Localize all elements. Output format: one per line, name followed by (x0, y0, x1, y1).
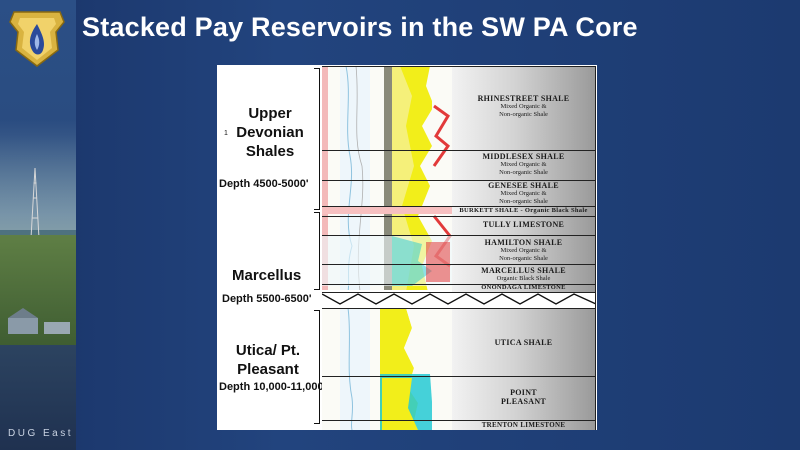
boundary-marcellus (322, 284, 596, 285)
zone-utica: UTICA SHALE (494, 338, 553, 347)
figure-right-border (595, 66, 596, 430)
slide-title: Stacked Pay Reservoirs in the SW PA Core (82, 12, 638, 42)
boundary-onondaga (322, 292, 596, 293)
boundary-tully (322, 235, 596, 236)
utica-depth-label: Depth 10,000-11,000' (219, 381, 327, 393)
boundary-lower-top (322, 308, 596, 309)
boundary-point-pleasant (322, 420, 596, 421)
marcellus-label: Marcellus (232, 267, 302, 284)
marcellus-depth-label: Depth 5500-6500' (222, 293, 312, 305)
zone-marcellus: MARCELLUS SHALE Organic Black Shale (481, 266, 566, 282)
sidebar-bottom (0, 345, 76, 450)
upper-zone-column (452, 66, 595, 292)
zone-point-pleasant: POINT PLEASANT (500, 388, 547, 406)
keystone-logo-icon (9, 11, 65, 67)
boundary-rhinestreet (322, 150, 596, 151)
zone-trenton: TRENTON LIMESTONE (481, 421, 566, 429)
zone-hamilton: HAMILTON SHALE Mixed Organic & Non-organ… (484, 238, 563, 262)
marcellus-bracket (314, 212, 320, 290)
section-break (322, 290, 596, 308)
upper-devonian-bracket (314, 68, 320, 210)
upper-well-log (322, 66, 452, 292)
zone-onondaga: ONONDAGA LIMESTONE (481, 284, 566, 291)
boundary-hamilton (322, 264, 596, 265)
footer-brand: DUG East (8, 428, 74, 439)
lower-zone-column (452, 308, 595, 430)
utica-bracket (314, 310, 320, 424)
barn-icon (8, 308, 70, 334)
zone-genesee: GENESEE SHALE Mixed Organic & Non-organi… (488, 181, 559, 205)
upper-depth-label: Depth 4500-5000' (219, 178, 309, 190)
boundary-utica (322, 376, 596, 377)
boundary-burkett (322, 216, 596, 217)
lower-well-log (322, 308, 452, 430)
boundary-genesee (322, 206, 596, 207)
sidebar-photo (0, 0, 76, 450)
zone-tully: TULLY LIMESTONE (482, 220, 565, 229)
zone-burkett: BURKETT SHALE - Organic Black Shale (459, 207, 588, 214)
boundary-middlesex (322, 180, 596, 181)
zone-middlesex: MIDDLESEX SHALE Mixed Organic & Non-orga… (482, 152, 565, 176)
zone-rhinestreet: RHINESTREET SHALE Mixed Organic & Non-or… (477, 94, 570, 118)
upper-devonian-label: Upper Devonian Shales (236, 105, 304, 160)
drilling-rig-icon (30, 168, 40, 238)
sidebar-sky (0, 120, 76, 230)
upper-devonian-marker: 1 (224, 130, 228, 137)
boundary-top (322, 66, 596, 67)
utica-label: Utica/ Pt. Pleasant (235, 342, 301, 378)
